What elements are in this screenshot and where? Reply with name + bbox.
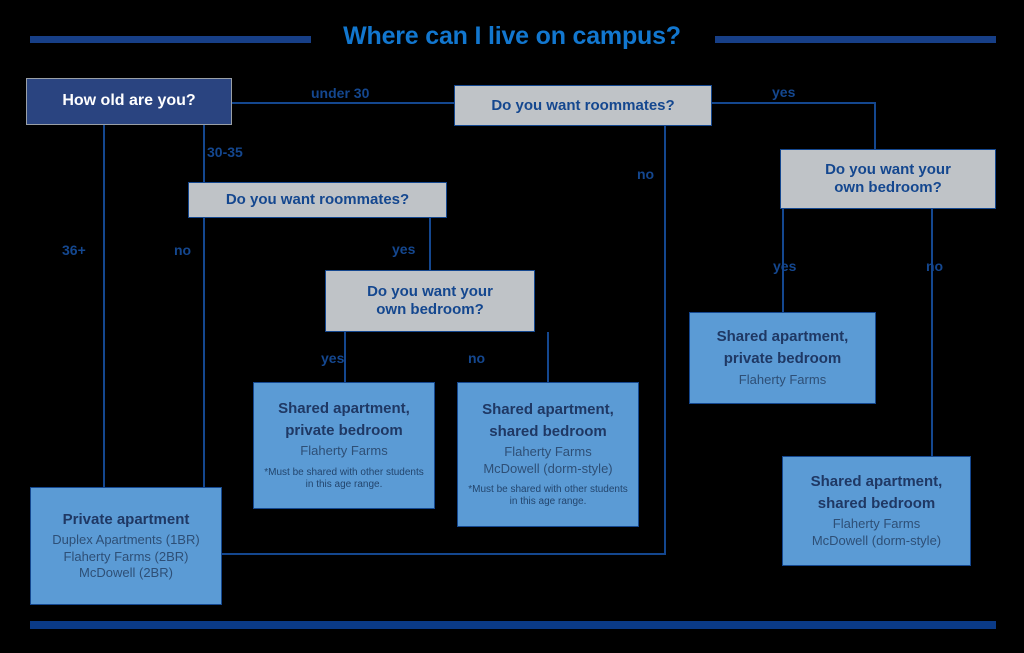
node-title-line1: Do you want your — [367, 283, 493, 301]
node-note: *Must be shared with other students in t… — [264, 466, 424, 490]
edge-line-30-35 — [203, 125, 205, 182]
edge-label-roommates-3035-no: no — [174, 242, 192, 258]
edge-line-roommatesunder30-yes-v — [874, 102, 876, 149]
bottom-rule — [30, 621, 996, 629]
edge-line-roommates3035-yes — [429, 218, 431, 270]
edge-label-30-35: 30-35 — [207, 144, 243, 160]
node-title: How old are you? — [62, 92, 196, 110]
edge-line-roommates3035-no — [203, 218, 205, 487]
node-outcome-shared-private-30-35[interactable]: Shared apartment, private bedroom Flaher… — [253, 382, 435, 509]
node-outcome-shared-private-under30[interactable]: Shared apartment, private bedroom Flaher… — [689, 312, 876, 404]
title-rule-left — [30, 36, 311, 43]
node-sub-line: Flaherty Farms — [300, 443, 388, 459]
edge-label-roommates-3035-yes: yes — [392, 241, 416, 257]
edge-label-bedroom-3035-no: no — [468, 350, 486, 366]
edge-line-roommatesunder30-no-v — [664, 126, 666, 555]
node-sub-line: McDowell (dorm-style) — [483, 460, 613, 476]
node-note: *Must be shared with other students in t… — [468, 483, 628, 507]
edge-label-bedroom-under30-yes: yes — [773, 258, 797, 274]
edge-line-roommatesunder30-yes-h — [712, 102, 876, 104]
node-title-line1: Shared apartment, — [810, 473, 943, 491]
node-title-line1: Shared apartment, — [716, 328, 849, 346]
node-roommates-under30[interactable]: Do you want roommates? — [454, 85, 712, 126]
node-sub-line: Flaherty Farms — [738, 371, 827, 387]
edge-line-bedroomunder30-yes — [782, 209, 784, 312]
node-title: Do you want roommates? — [491, 96, 675, 114]
node-title-line2: own bedroom? — [376, 301, 484, 318]
node-sub-line: McDowell (2BR) — [79, 564, 173, 580]
node-sub-line: Flaherty Farms — [832, 516, 921, 532]
node-title-line1: Shared apartment, — [482, 400, 614, 418]
node-how-old-are-you[interactable]: How old are you? — [26, 78, 232, 125]
edge-label-roommates-under30-yes: yes — [772, 84, 796, 100]
node-title: Do you want roommates? — [225, 191, 410, 209]
page-title: Where can I live on campus? — [343, 22, 681, 50]
node-title-line2: private bedroom — [723, 349, 842, 367]
edge-label-36-plus: 36+ — [62, 242, 86, 258]
node-sub-line: Flaherty Farms (2BR) — [63, 548, 189, 564]
edge-line-bedroom3035-no — [547, 332, 549, 382]
node-outcome-shared-shared-30-35[interactable]: Shared apartment, shared bedroom Flahert… — [457, 382, 639, 527]
node-bedroom-under30[interactable]: Do you want your own bedroom? — [780, 149, 996, 209]
node-title-line1: Do you want your — [825, 161, 951, 179]
edge-line-36plus — [103, 125, 105, 487]
edge-label-bedroom-under30-no: no — [926, 258, 944, 274]
title-rule-right — [715, 36, 996, 43]
node-sub-line: Duplex Apartments (1BR) — [52, 532, 200, 548]
node-roommates-30-35[interactable]: Do you want roommates? — [188, 182, 447, 218]
edge-line-bedroomunder30-no — [931, 209, 933, 456]
node-title-line2: shared bedroom — [489, 422, 607, 440]
edge-label-under-30: under 30 — [311, 85, 370, 101]
edge-line-roommatesunder30-no-h — [222, 553, 666, 555]
node-title-line1: Shared apartment, — [278, 400, 410, 417]
node-title-line2: own bedroom? — [834, 179, 942, 196]
node-title-line2: shared bedroom — [817, 494, 936, 512]
node-sub-line: McDowell (dorm-style) — [811, 532, 942, 548]
node-outcome-shared-shared-under30[interactable]: Shared apartment, shared bedroom Flahert… — [782, 456, 971, 566]
edge-label-roommates-under30-no: no — [637, 166, 655, 182]
node-title: Private apartment — [62, 510, 190, 528]
node-outcome-private-apartment[interactable]: Private apartment Duplex Apartments (1BR… — [30, 487, 222, 605]
node-sub-line: Flaherty Farms — [504, 444, 592, 460]
edge-line-bedroom3035-yes — [344, 332, 346, 382]
edge-label-bedroom-3035-yes: yes — [321, 350, 345, 366]
node-title-line2: private bedroom — [285, 421, 403, 439]
edge-line-under30 — [232, 102, 454, 104]
node-bedroom-30-35[interactable]: Do you want your own bedroom? — [325, 270, 535, 332]
